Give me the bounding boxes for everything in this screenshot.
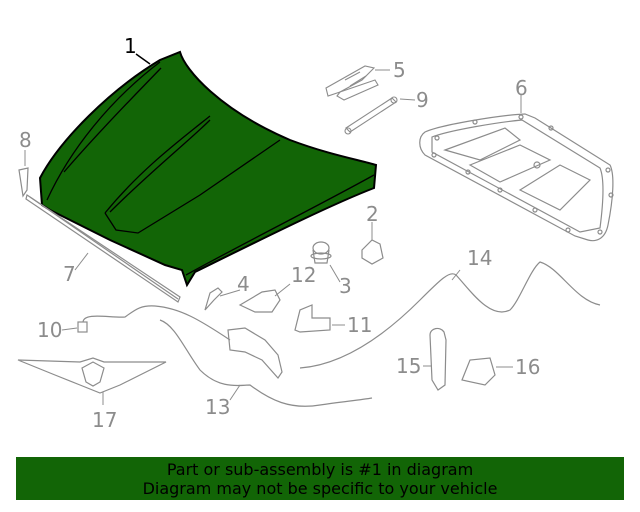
banner-line-2: Diagram may not be specific to your vehi… (142, 479, 498, 498)
banner-line-1: Part or sub-assembly is #1 in diagram (166, 460, 474, 479)
callout-11[interactable]: 11 (347, 313, 373, 337)
emblem-part-17[interactable] (17, 357, 167, 394)
callout-13[interactable]: 13 (205, 395, 231, 419)
handle-part-15[interactable] (429, 327, 447, 391)
callout-2[interactable]: 2 (366, 202, 379, 226)
switch-part-10[interactable] (77, 305, 231, 341)
callout-8[interactable]: 8 (19, 128, 32, 152)
hinge-part-5[interactable] (325, 65, 379, 101)
leader-line-1 (135, 53, 151, 65)
leader-lines (24, 69, 522, 405)
callout-7[interactable]: 7 (63, 262, 76, 286)
callout-14[interactable]: 14 (467, 246, 493, 270)
callout-9[interactable]: 9 (416, 88, 429, 112)
strut-part-9[interactable] (344, 96, 398, 135)
info-banner: Part or sub-assembly is #1 in diagram Di… (16, 457, 624, 500)
insulator-part-6[interactable] (419, 113, 614, 242)
hood-part-1[interactable] (38, 50, 378, 288)
weatherstrip-part-7[interactable] (25, 194, 181, 303)
callout-1[interactable]: 1 (124, 34, 137, 58)
callout-16[interactable]: 16 (515, 355, 541, 379)
cable-part-14[interactable] (299, 261, 601, 369)
callout-15[interactable]: 15 (396, 354, 422, 378)
callout-12[interactable]: 12 (291, 263, 317, 287)
bracket-part-11[interactable] (294, 304, 331, 333)
grommet-part-3[interactable] (310, 241, 332, 264)
callout-17[interactable]: 17 (92, 408, 118, 432)
callout-4[interactable]: 4 (237, 272, 250, 296)
callout-3[interactable]: 3 (339, 274, 352, 298)
callout-6[interactable]: 6 (515, 76, 528, 100)
latch-part[interactable] (227, 327, 283, 379)
callout-5[interactable]: 5 (393, 58, 406, 82)
bracket-part-4[interactable] (204, 287, 223, 311)
actuator-part-16[interactable] (461, 357, 496, 386)
cable-part-13[interactable] (159, 319, 373, 407)
bumper-stop-part-2[interactable] (361, 239, 384, 265)
bracket-part-12[interactable] (238, 289, 281, 313)
seal-part-8[interactable] (18, 167, 29, 198)
callout-10[interactable]: 10 (37, 318, 63, 342)
